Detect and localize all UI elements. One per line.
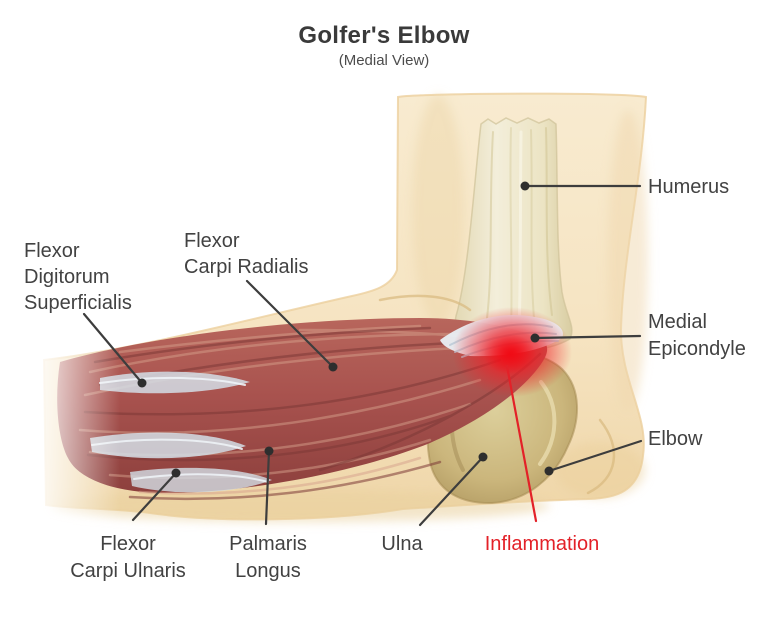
inflammation-highlight — [452, 307, 572, 397]
palmaris-leader-line — [264, 449, 271, 526]
inflammation-leader-line — [505, 364, 538, 523]
label-line: Medial — [648, 311, 707, 333]
diagram-title: Golfer's Elbow — [298, 22, 470, 49]
palmaris-leader-dot — [264, 446, 274, 456]
label-line: Digitorum — [24, 266, 110, 288]
humerus-leader-dot — [520, 181, 530, 191]
label-line: Ulna — [381, 533, 423, 555]
label-flexor-carpi-radialis: Flexor Carpi Radialis — [184, 228, 309, 280]
fds-leader-dot — [137, 378, 147, 388]
label-line: Carpi Radialis — [184, 256, 309, 278]
elbow-leader-line — [547, 439, 643, 473]
label-elbow: Elbow — [648, 426, 702, 452]
fcr-leader-dot — [328, 362, 338, 372]
label-humerus: Humerus — [648, 174, 729, 200]
label-line: Flexor — [100, 533, 156, 555]
label-line: Elbow — [648, 428, 703, 450]
label-palmaris-longus: Palmaris Longus — [229, 531, 307, 585]
label-inflammation: Inflammation — [485, 531, 600, 558]
label-flexor-carpi-ulnaris: Flexor Carpi Ulnaris — [70, 531, 186, 585]
label-ulna: Ulna — [381, 531, 422, 558]
leader-dots — [137, 181, 554, 478]
label-line: Humerus — [648, 176, 730, 198]
label-line: Flexor — [24, 240, 80, 262]
label-line: Flexor — [184, 230, 240, 252]
fds-leader-line — [82, 312, 144, 385]
leader-lines — [82, 184, 643, 527]
fcu-leader-line — [131, 471, 178, 522]
label-line: Longus — [235, 560, 301, 582]
label-flexor-digitorum-superficialis: Flexor Digitorum Superficialis — [24, 238, 132, 316]
arm-artwork — [42, 92, 648, 522]
elbow-skin-creases — [378, 294, 616, 495]
label-line: Palmaris — [229, 533, 307, 555]
label-line: Carpi Ulnaris — [70, 560, 186, 582]
ulna-leader-dot — [478, 452, 488, 462]
label-medial-epicondyle: Medial Epicondyle — [648, 309, 746, 363]
ulna-leader-line — [418, 455, 485, 527]
forearm-muscles — [57, 318, 548, 501]
diagram-subtitle: (Medial View) — [338, 52, 430, 69]
medial-epicondyle-leader-line — [533, 334, 642, 340]
label-line: Epicondyle — [648, 338, 746, 360]
fcr-leader-line — [245, 279, 335, 369]
medial-epicondyle-leader-dot — [530, 333, 540, 343]
fcu-leader-dot — [171, 468, 181, 478]
label-line: Superficialis — [24, 292, 132, 314]
elbow-leader-dot — [544, 466, 554, 476]
label-line: Inflammation — [484, 533, 600, 555]
